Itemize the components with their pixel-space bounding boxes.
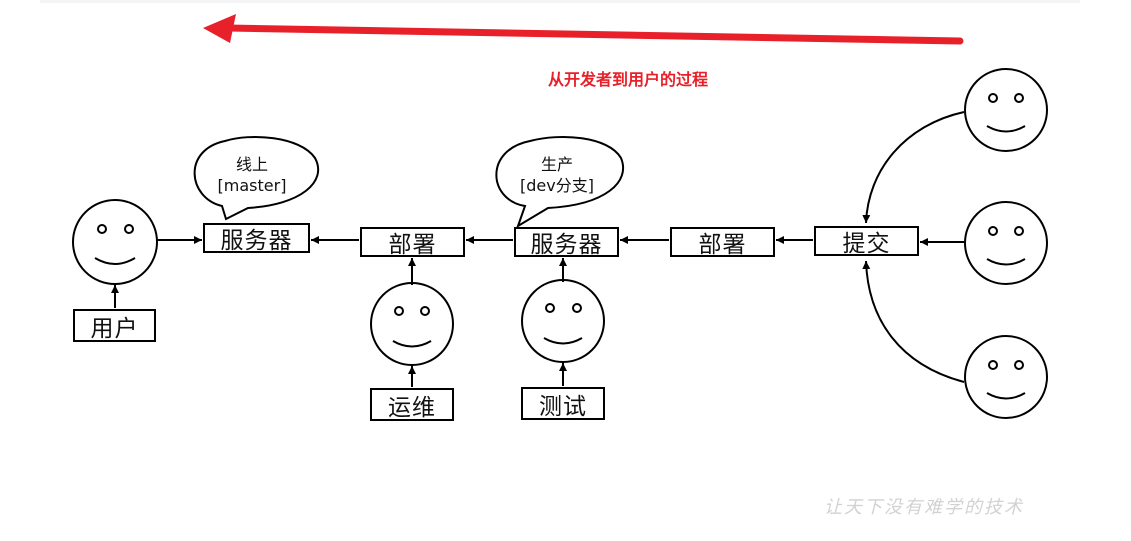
production-bubble-title: 生产 xyxy=(540,155,573,174)
online-bubble-shape xyxy=(193,136,320,221)
flow-caption: 从开发者到用户的过程 xyxy=(548,70,709,89)
dev-deploy-box: 部署 xyxy=(670,227,775,258)
process-direction-arrow xyxy=(203,14,964,45)
tester-face-icon xyxy=(521,279,605,363)
flow-connectors xyxy=(111,111,965,387)
production-server-box: 服务器 xyxy=(203,223,310,254)
user-box: 用户 xyxy=(73,309,156,342)
ops-face-icon xyxy=(370,282,454,366)
ops-deploy-box: 部署 xyxy=(360,227,465,258)
online-bubble-branch: [master] xyxy=(217,176,287,195)
online-bubble: 线上 [master] xyxy=(200,150,304,200)
developer-2-face-icon xyxy=(964,201,1048,285)
production-bubble-shape xyxy=(495,136,624,229)
developer-1-face-icon xyxy=(964,68,1048,152)
production-bubble-branch: [dev分支] xyxy=(520,176,594,195)
production-bubble: 生产 [dev分支] xyxy=(502,150,612,200)
user-face-icon xyxy=(72,199,158,285)
online-bubble-title: 线上 xyxy=(235,155,268,174)
top-divider xyxy=(40,0,1080,3)
commit-box: 提交 xyxy=(814,226,919,257)
ops-box: 运维 xyxy=(370,388,454,421)
watermark: 让天下没有难学的技术 xyxy=(824,497,1024,518)
test-box: 测试 xyxy=(521,387,605,420)
developer-3-face-icon xyxy=(964,335,1048,419)
dev-server-box: 服务器 xyxy=(514,227,619,258)
